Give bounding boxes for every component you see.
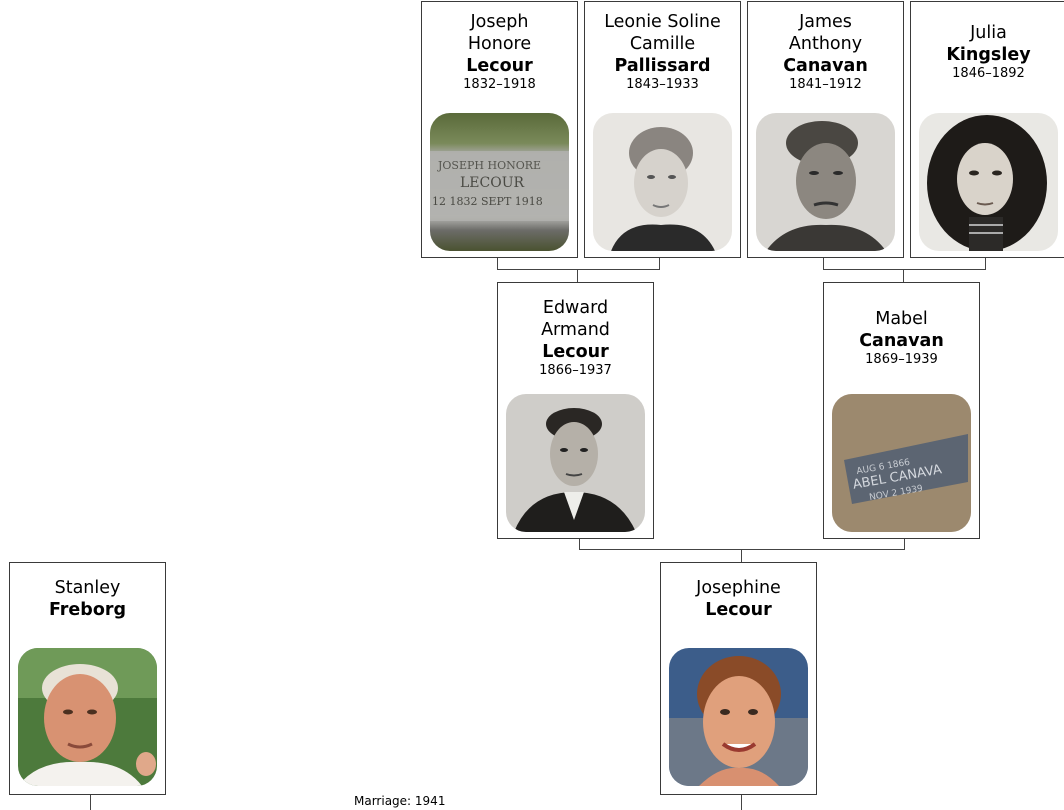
given-name: Julia bbox=[970, 23, 1007, 43]
connector-line bbox=[579, 538, 580, 549]
connector-line bbox=[741, 549, 742, 562]
person-card-josephine[interactable]: Josephine Lecour bbox=[660, 562, 817, 795]
life-years: 1843–1933 bbox=[626, 77, 699, 92]
surname: Kingsley bbox=[946, 45, 1031, 65]
given-name: Armand bbox=[541, 320, 610, 340]
portrait-man-photo bbox=[756, 113, 895, 251]
connector-line bbox=[904, 538, 905, 549]
given-name: Joseph bbox=[470, 12, 529, 32]
color-portrait-man-photo bbox=[18, 648, 157, 786]
surname: Pallissard bbox=[614, 56, 711, 76]
person-card-stanley[interactable]: Stanley Freborg bbox=[9, 562, 166, 795]
connector-line bbox=[741, 794, 742, 810]
marriage-label: Marriage: 1941 bbox=[354, 794, 446, 808]
svg-text:JOSEPH HONORE: JOSEPH HONORE bbox=[437, 159, 541, 172]
connector-line bbox=[577, 269, 578, 282]
given-name: Honore bbox=[467, 34, 532, 54]
person-card-julia[interactable]: Julia Kingsley 1846–1892 bbox=[910, 1, 1064, 258]
connector-line bbox=[90, 794, 91, 810]
portrait-girl-photo bbox=[919, 113, 1058, 251]
svg-text:12 1832 SEPT 1918: 12 1832 SEPT 1918 bbox=[432, 195, 543, 208]
connector-line bbox=[497, 269, 660, 270]
person-card-james[interactable]: James Anthony Canavan 1841–1912 bbox=[747, 1, 904, 258]
person-card-joseph[interactable]: Joseph Honore Lecour 1832–1918 JOSEPH HO… bbox=[421, 1, 578, 258]
person-card-leonie[interactable]: Leonie Soline Camille Pallissard 1843–19… bbox=[584, 1, 741, 258]
surname: Lecour bbox=[542, 342, 609, 362]
surname: Lecour bbox=[466, 56, 533, 76]
connector-line bbox=[659, 257, 660, 269]
person-card-edward[interactable]: Edward Armand Lecour 1866–1937 bbox=[497, 282, 654, 539]
connector-line bbox=[579, 549, 905, 550]
connector-line bbox=[985, 257, 986, 269]
given-name: Leonie Soline bbox=[604, 12, 721, 32]
svg-text:LECOUR: LECOUR bbox=[460, 175, 525, 191]
connector-line bbox=[823, 257, 824, 269]
portrait-man-suit-photo bbox=[506, 394, 645, 532]
given-name: Mabel bbox=[875, 309, 928, 329]
life-years: 1832–1918 bbox=[463, 77, 536, 92]
connector-line bbox=[497, 257, 498, 269]
life-years: 1869–1939 bbox=[865, 352, 938, 367]
given-name: Anthony bbox=[788, 34, 863, 54]
life-years: 1841–1912 bbox=[789, 77, 862, 92]
life-years: 1846–1892 bbox=[952, 66, 1025, 81]
given-name: James bbox=[799, 12, 852, 32]
given-name: Josephine bbox=[696, 578, 781, 598]
color-portrait-woman-photo bbox=[669, 648, 808, 786]
given-name: Edward bbox=[542, 298, 609, 318]
given-name: Stanley bbox=[54, 578, 121, 598]
surname: Canavan bbox=[859, 331, 944, 351]
portrait-woman-photo bbox=[593, 113, 732, 251]
surname: Canavan bbox=[783, 56, 868, 76]
gravestone-photo: JOSEPH HONORE LECOUR 12 1832 SEPT 1918 bbox=[430, 113, 569, 251]
surname: Freborg bbox=[48, 600, 127, 620]
person-card-mabel[interactable]: Mabel Canavan 1869–1939 AUG 6 1866 ABEL … bbox=[823, 282, 980, 539]
grave-marker-photo: AUG 6 1866 ABEL CANAVA NOV 2 1939 bbox=[832, 394, 971, 532]
life-years: 1866–1937 bbox=[539, 363, 612, 378]
surname: Lecour bbox=[705, 600, 772, 620]
connector-line bbox=[903, 269, 904, 282]
given-name: Camille bbox=[629, 34, 696, 54]
connector-line bbox=[823, 269, 986, 270]
